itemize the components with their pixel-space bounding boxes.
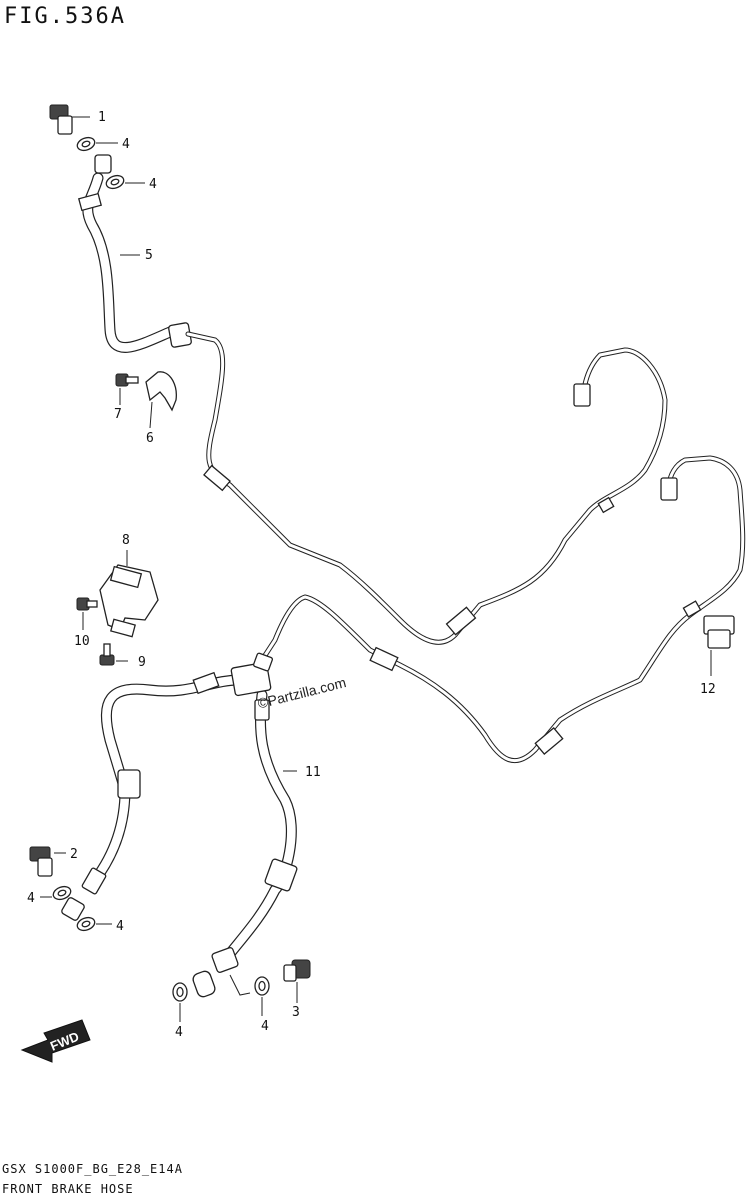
callout-3: 3 [292, 1005, 300, 1020]
callout-5: 5 [145, 248, 153, 263]
brake-hose-upper [77, 154, 192, 353]
callout-4: 4 [27, 891, 35, 906]
bolt-10 [76, 597, 98, 630]
washer-lower-left-2 [76, 916, 112, 932]
callout-4: 4 [122, 137, 130, 152]
banjo-bolt-1 [49, 104, 90, 135]
figure-title: FIG.536A [4, 4, 126, 29]
washer-upper-2 [105, 174, 145, 190]
callout-4: 4 [116, 919, 124, 934]
figure-code: GSX S1000F_BG_E28_E14A [2, 1162, 183, 1176]
callout-8: 8 [122, 533, 130, 548]
callout-1: 1 [98, 110, 106, 125]
callout-labels: 1 4 4 5 7 6 8 10 9 12 11 2 4 4 4 4 3 [27, 110, 716, 1040]
callout-4: 4 [261, 1019, 269, 1034]
callout-6: 6 [146, 431, 154, 446]
clamp-12 [703, 615, 735, 676]
brake-pipe-lower [259, 455, 746, 764]
figure-name: FRONT BRAKE HOSE [2, 1182, 134, 1196]
callout-4: 4 [175, 1025, 183, 1040]
clamp-6 [145, 371, 177, 429]
callout-7: 7 [114, 407, 122, 422]
washer-upper-1 [76, 136, 118, 152]
banjo-bolt-2 [29, 846, 66, 877]
bolt-9 [99, 643, 128, 666]
callout-9: 9 [138, 655, 146, 670]
callout-11: 11 [305, 765, 321, 780]
callout-4: 4 [149, 177, 157, 192]
bracket-8 [99, 550, 159, 638]
washer-lower-bottom-1 [172, 982, 188, 1022]
washer-lower-left-1 [40, 885, 72, 901]
brake-hose-lower [61, 652, 298, 998]
banjo-bolt-3 [283, 959, 311, 1003]
bolt-7 [115, 373, 139, 405]
callout-10: 10 [74, 634, 90, 649]
fwd-arrow-icon: FWD [20, 1019, 91, 1063]
washer-lower-bottom-2 [254, 976, 270, 1016]
callout-2: 2 [70, 847, 78, 862]
brake-pipe-upper [185, 331, 668, 645]
callout-12: 12 [700, 682, 716, 697]
